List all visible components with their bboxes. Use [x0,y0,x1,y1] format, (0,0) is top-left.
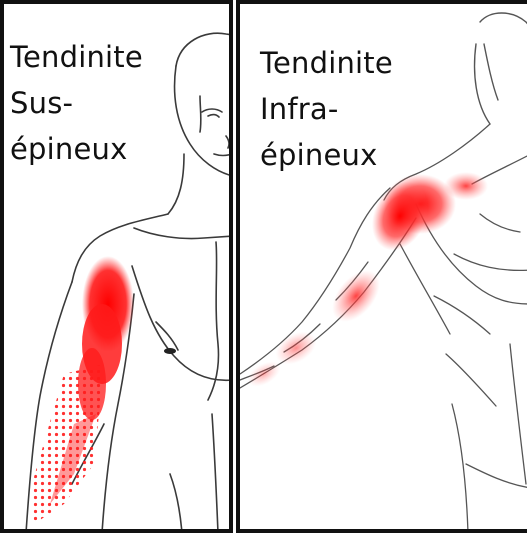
title-line-1: Tendinite [260,40,393,86]
title-line-1: Tendinite [10,34,143,80]
panel-title: Tendinite Infra- épineux [260,40,393,178]
title-line-3: épineux [10,126,143,172]
panel-title: Tendinite Sus- épineux [10,34,143,172]
head-sketch [475,13,527,124]
title-line-2: Infra- [260,86,393,132]
panel-supraspinatus: Tendinite Sus- épineux [0,0,233,533]
pain-area-supraspinatus [32,256,134,524]
panel-infraspinatus: Tendinite Infra- épineux [236,0,527,533]
title-line-2: Sus- [10,80,143,126]
nipple-mark [164,348,176,354]
title-line-3: épineux [260,132,393,178]
